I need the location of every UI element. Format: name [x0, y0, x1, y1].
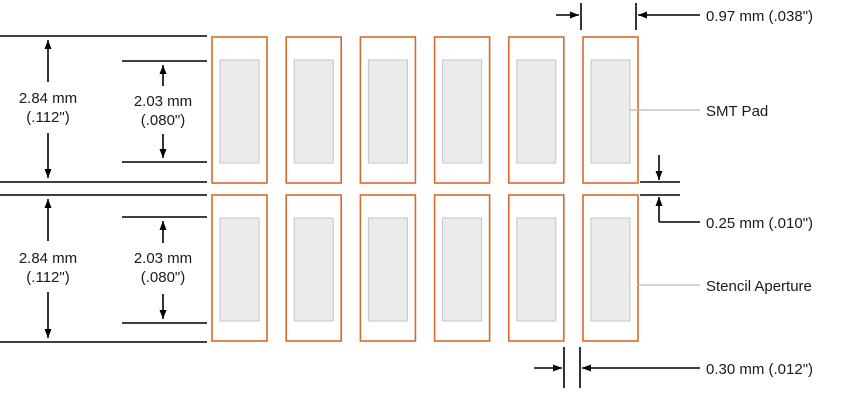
- smt-pad-callout: SMT Pad: [630, 103, 768, 120]
- bottom-inner-mm-label: 2.03 mm: [134, 250, 192, 267]
- smt-pad: [367, 59, 408, 164]
- stencil-aperture-label: Stencil Aperture: [706, 278, 812, 295]
- top-outer-mm-label: 2.84 mm: [19, 90, 77, 107]
- smt-pad: [442, 59, 483, 164]
- aperture-grid: [211, 36, 639, 342]
- bottom-outer-mm-label: 2.84 mm: [19, 250, 77, 267]
- pitch-gap-dimension-label: 0.30 mm (.012"): [706, 361, 813, 378]
- gap-dimension: 0.25 mm (.010"): [640, 155, 813, 232]
- smt-pad: [219, 59, 260, 164]
- smt-pad: [293, 217, 334, 322]
- top-inner-in-label: (.080"): [141, 112, 186, 129]
- smt-pad: [590, 217, 631, 322]
- bottom-inner-in-label: (.080"): [141, 269, 186, 286]
- bottom-inner-dimension: 2.03 mm (.080"): [134, 221, 192, 319]
- top-inner-dimension: 2.03 mm (.080"): [134, 65, 192, 158]
- pitch-gap-dimension: 0.30 mm (.012"): [534, 347, 813, 388]
- smt-pad: [516, 217, 557, 322]
- smt-pad: [219, 217, 260, 322]
- bottom-outer-dimension: 2.84 mm (.112"): [19, 199, 77, 338]
- smt-pad: [590, 59, 631, 164]
- bottom-outer-in-label: (.112"): [26, 269, 69, 286]
- smt-pad-label: SMT Pad: [706, 103, 768, 120]
- smt-pad: [442, 217, 483, 322]
- top-outer-in-label: (.112"): [26, 109, 69, 126]
- width-dimension-label: 0.97 mm (.038"): [706, 8, 813, 25]
- width-dimension: 0.97 mm (.038"): [556, 3, 813, 30]
- stencil-aperture-callout: Stencil Aperture: [637, 278, 812, 295]
- left-reference-lines: [0, 35, 207, 343]
- smt-pad: [516, 59, 557, 164]
- top-outer-dimension: 2.84 mm (.112"): [19, 40, 77, 178]
- gap-dimension-label: 0.25 mm (.010"): [706, 215, 813, 232]
- top-inner-mm-label: 2.03 mm: [134, 93, 192, 110]
- smt-pad: [293, 59, 334, 164]
- smt-pad: [367, 217, 408, 322]
